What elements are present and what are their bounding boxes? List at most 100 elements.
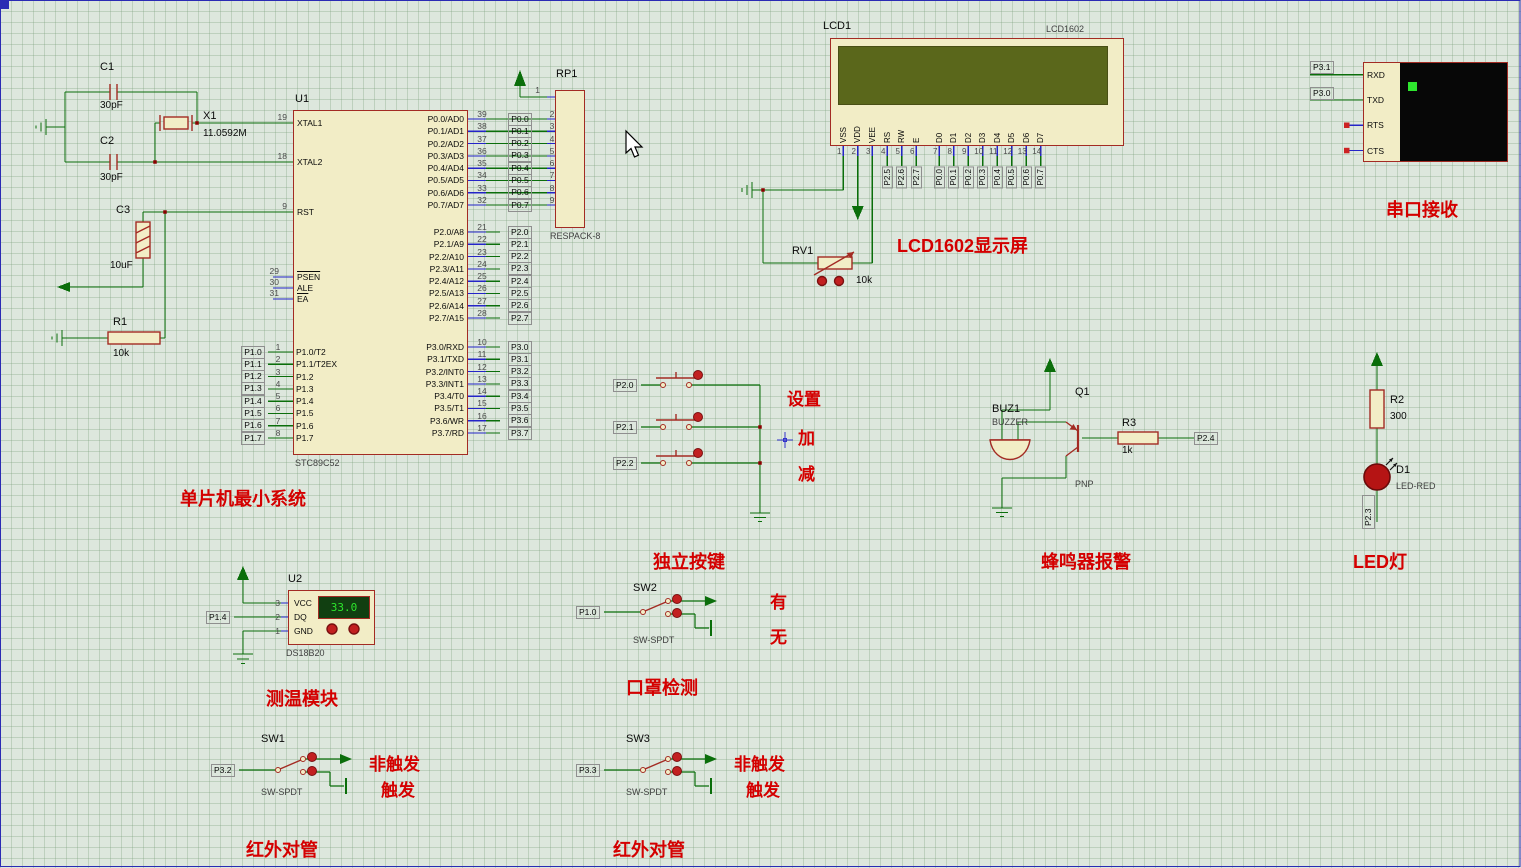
pin-row: P0.6/AD6 33 P0.6 8	[356, 183, 558, 200]
key-caption-set: 设置	[787, 390, 821, 409]
mcu-body[interactable]	[293, 110, 468, 455]
terminal-arrow-right-icon	[340, 754, 352, 764]
pin-number: 32	[477, 195, 487, 206]
pin-name: RW	[897, 129, 907, 143]
spdt-switch-sw1[interactable]	[239, 752, 352, 795]
pin-row: 1 GND	[264, 624, 313, 638]
crystal-x1[interactable]	[159, 115, 193, 131]
switch-actuator-ball[interactable]	[307, 766, 317, 776]
pin-row: P3.1/TXD 11 P3.1	[356, 349, 552, 366]
lcd-pin-column: D4 11 P0.4	[989, 105, 1005, 189]
pin-row: P0.1/AD1 38 P0.1 3	[356, 121, 558, 138]
pin-name: VEE	[867, 126, 877, 143]
pot-decrement-ball[interactable]	[816, 275, 828, 287]
pin-number: 29	[269, 266, 279, 276]
pin-number: 15	[477, 398, 487, 409]
switch-actuator-ball[interactable]	[672, 752, 682, 762]
pin-name: RXD	[1367, 69, 1385, 80]
push-button-minus-key[interactable]	[641, 448, 760, 466]
temp-increment-ball[interactable]	[348, 623, 360, 635]
switch-actuator-ball[interactable]	[672, 766, 682, 776]
pin-number: 13	[1017, 147, 1027, 156]
push-button-plus-key[interactable]	[641, 412, 760, 430]
button-actuator-ball[interactable]	[693, 448, 703, 458]
capacitor-c3[interactable]	[135, 221, 151, 259]
switch-actuator-ball[interactable]	[307, 752, 317, 762]
c3-ref: C3	[116, 204, 131, 216]
lcd-pin-column: D1 8 P0.1	[947, 105, 962, 189]
lcd-part: LCD1602	[1046, 24, 1085, 34]
terminal-cursor	[1408, 82, 1417, 91]
pin-name: P0.7/AD7	[427, 200, 464, 211]
resistor-r1[interactable]	[107, 331, 161, 345]
caption-temp: 测温模块	[266, 689, 338, 709]
pin-number: 30	[269, 277, 279, 287]
rp1-pin-number: 8	[549, 182, 555, 193]
lcd-pin-column: VEE 3	[865, 105, 880, 157]
capacitor-c1[interactable]	[109, 84, 118, 100]
potentiometer-rv1[interactable]	[813, 251, 855, 287]
temp-decrement-ball[interactable]	[326, 623, 338, 635]
virtual-terminal-body[interactable]	[1363, 62, 1508, 162]
resistor-r3[interactable]	[1117, 431, 1159, 445]
lcd-pin-column: RS 4 P2.5	[880, 105, 895, 189]
spdt-switch-sw2[interactable]	[604, 594, 717, 637]
net-label: P3.3	[508, 377, 532, 391]
respack-body[interactable]	[555, 90, 585, 228]
pin-name: CTS	[1367, 145, 1384, 156]
transistor-q1[interactable]	[1065, 421, 1080, 457]
pin-row: P2.4/A12 25 P2.4	[356, 271, 552, 288]
pin-row: P0.7/AD7 32 P0.7 9	[356, 195, 558, 212]
switch-actuator-ball[interactable]	[672, 594, 682, 604]
pin-name: D7	[1036, 132, 1046, 143]
buz1-ref: BUZ1	[992, 403, 1021, 415]
ir1-not-triggered-caption: 非触发	[369, 755, 420, 774]
lcd-pin-column: D6 13 P0.6	[1017, 105, 1034, 189]
pin-number: 3	[275, 366, 281, 377]
net-label: P1.4	[241, 394, 265, 408]
terminal-arrow-left-icon	[57, 282, 70, 292]
net-label-p3-2: P3.2	[211, 764, 235, 777]
net-label: P0.3	[977, 166, 989, 189]
power-arrow-icon	[1044, 358, 1056, 372]
push-button-set[interactable]	[641, 370, 760, 466]
spdt-switch-sw3[interactable]	[604, 752, 717, 795]
net-label: P0.5	[508, 173, 532, 187]
net-label: P0.7	[508, 198, 532, 212]
pin-name: P0.4/AD4	[427, 163, 464, 174]
pin-name: TXD	[1367, 94, 1384, 105]
caption-serial: 串口接收	[1386, 200, 1458, 220]
pin-name: P3.5/T1	[434, 403, 464, 414]
buzzer-buz1[interactable]	[989, 439, 1031, 461]
pin-number: 17	[477, 423, 487, 434]
u2-pin-rows: 3 VCC 2 DQ 1 GND	[264, 596, 313, 638]
pin-number: 22	[477, 234, 487, 245]
c2-value: 30pF	[100, 172, 123, 183]
push-button-set-key[interactable]	[641, 370, 760, 388]
net-label: P2.5	[508, 286, 532, 300]
pin-row: P2.7/A15 28 P2.7	[356, 308, 552, 325]
ds18b20-display: 33.0	[318, 596, 370, 619]
net-label-p1-0: P1.0	[576, 606, 600, 619]
pin-name: D3	[978, 132, 988, 143]
pin-number: 26	[477, 283, 487, 294]
button-actuator-ball[interactable]	[693, 412, 703, 422]
net-label: P0.3	[508, 149, 532, 163]
switch-actuator-ball[interactable]	[672, 608, 682, 618]
pin-number: 10	[974, 147, 984, 156]
resistor-r2[interactable]	[1369, 389, 1385, 429]
pin-number: 1	[275, 626, 280, 636]
pot-increment-ball[interactable]	[833, 275, 845, 287]
net-label: P1.2	[241, 370, 265, 384]
mcu-p0-pin-rows: P0.0/AD0 39 P0.0 2 P0.1/AD1 38 P0.1 3 P0…	[356, 109, 558, 212]
net-label: P3.1	[508, 352, 532, 366]
pin-row: 2 DQ	[264, 610, 313, 624]
net-label: P0.6	[508, 186, 532, 200]
lcd-ref: LCD1	[823, 20, 852, 32]
led-d1[interactable]	[1363, 457, 1398, 491]
capacitor-c2[interactable]	[109, 154, 118, 170]
button-actuator-ball[interactable]	[693, 370, 703, 380]
lcd-pin-column: D5 12 P0.5	[1003, 105, 1020, 189]
pin-row: P3.6/WR 16 P3.6	[356, 411, 552, 428]
